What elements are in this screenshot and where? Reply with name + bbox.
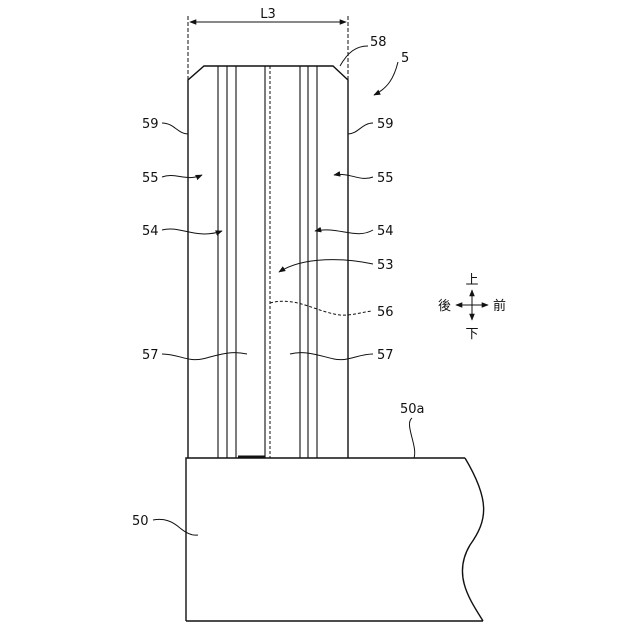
direction-back-label: 後 [438, 299, 451, 314]
member-outline [188, 66, 348, 458]
reference-labels: 58 5 59 59 55 55 54 54 53 56 57 57 50a 5… [132, 35, 425, 529]
label-54-right: 54 [377, 224, 394, 239]
label-59-left: 59 [142, 117, 159, 132]
label-57-left: 57 [142, 348, 159, 363]
dimension-label: L3 [260, 7, 276, 22]
base-break-line [462, 458, 483, 621]
leader-58 [340, 46, 368, 66]
leader-53 [279, 260, 373, 272]
leader-54-right [315, 230, 373, 234]
leader-5 [374, 62, 398, 95]
leader-56 [270, 301, 372, 315]
base-outline [186, 458, 465, 621]
direction-up-label: 上 [465, 273, 478, 288]
base-50 [186, 458, 484, 621]
label-58: 58 [370, 35, 387, 50]
leader-59-right [348, 123, 373, 134]
leader-54-left [162, 229, 222, 234]
label-59-right: 59 [377, 117, 394, 132]
leader-57-left [162, 353, 247, 360]
direction-down-label: 下 [465, 327, 478, 342]
leader-55-left [162, 175, 202, 178]
label-50a: 50a [400, 402, 425, 417]
direction-indicator: 上 下 後 前 [438, 273, 506, 342]
label-5: 5 [401, 51, 409, 66]
label-56: 56 [377, 305, 394, 320]
leader-50 [153, 519, 198, 535]
direction-front-label: 前 [493, 298, 506, 314]
leader-50a [409, 418, 414, 458]
label-53: 53 [377, 258, 394, 273]
label-55-left: 55 [142, 171, 159, 186]
leader-lines [153, 46, 415, 535]
label-55-right: 55 [377, 171, 394, 186]
label-54-left: 54 [142, 224, 159, 239]
label-50: 50 [132, 514, 149, 529]
leader-55-right [334, 174, 373, 178]
label-57-right: 57 [377, 348, 394, 363]
member-5 [188, 66, 348, 458]
leader-57-right [290, 353, 373, 360]
dimension-l3: L3 [188, 7, 348, 80]
leader-59-left [162, 123, 188, 134]
